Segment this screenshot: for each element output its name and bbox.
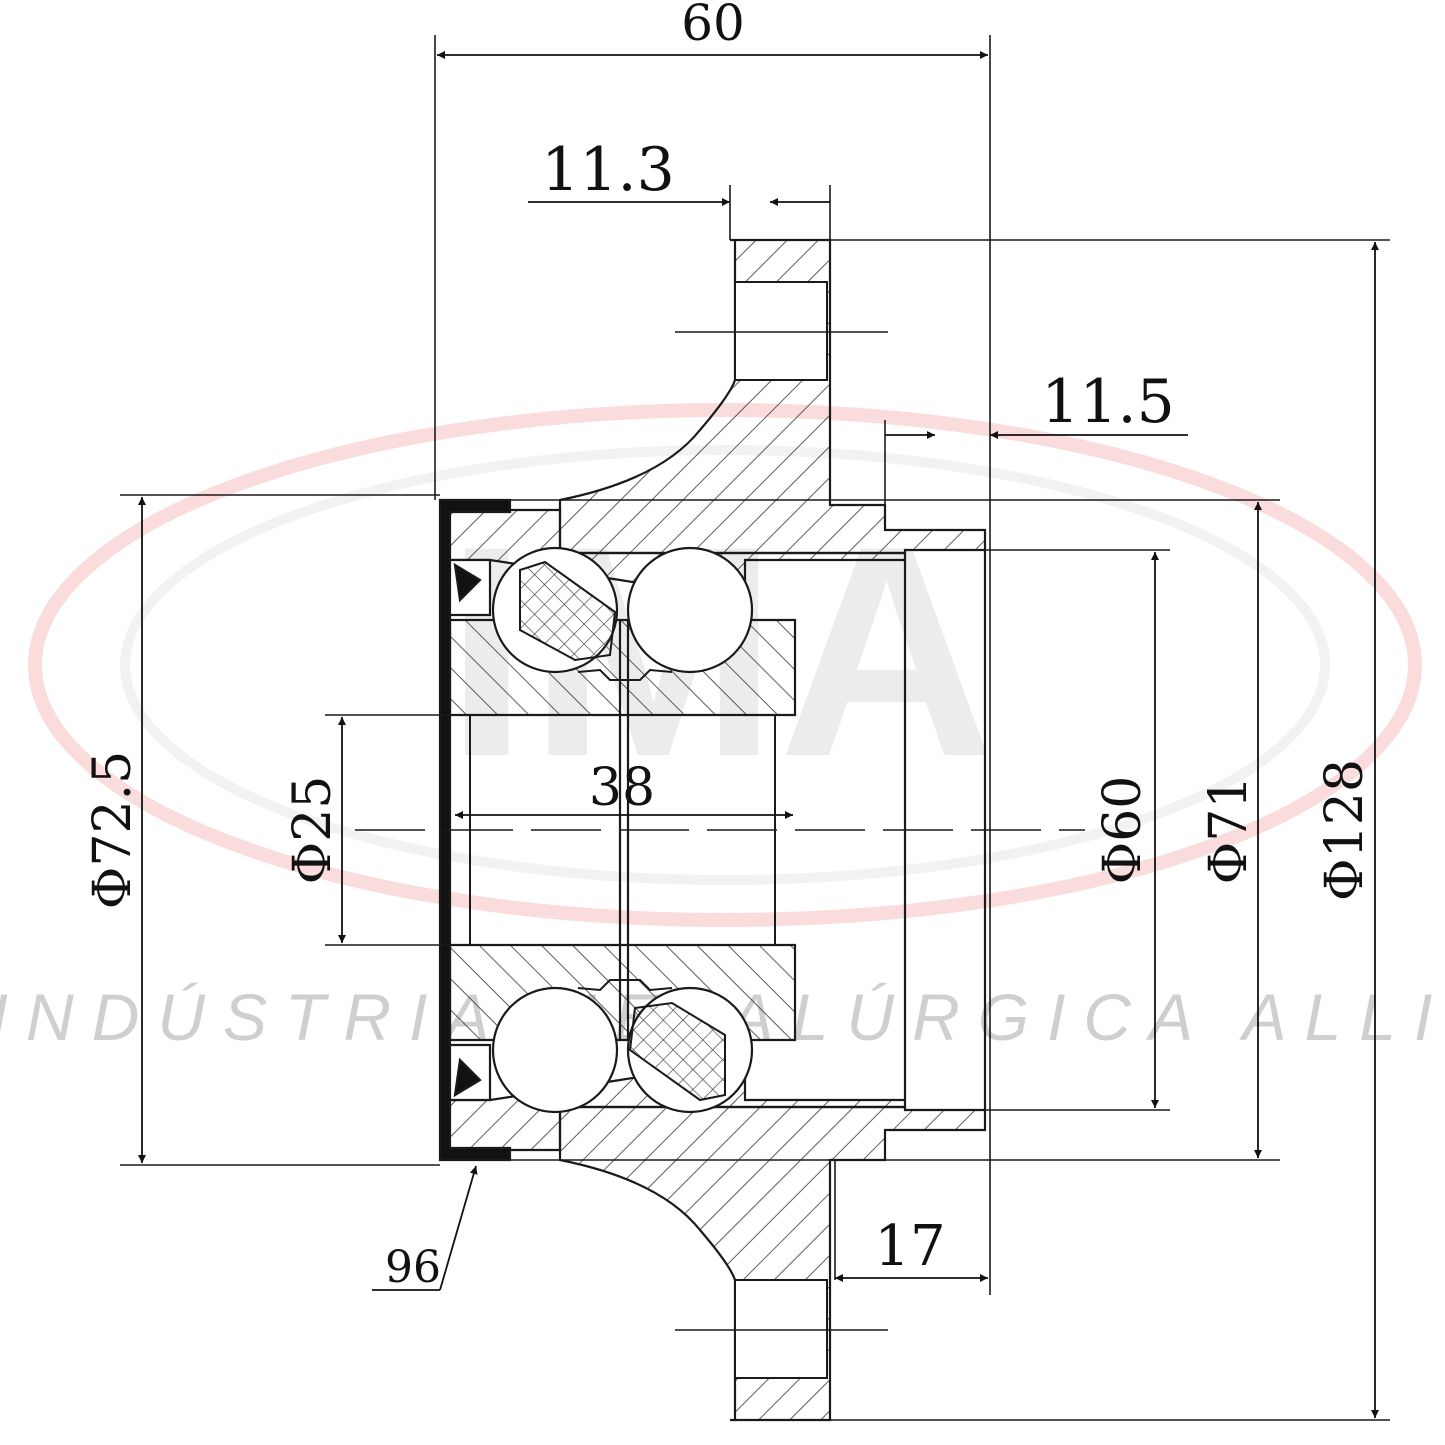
ball-top-right bbox=[626, 546, 754, 674]
label-dia-bore: Φ25 bbox=[283, 776, 343, 885]
label-seal-ref: 96 bbox=[385, 1242, 441, 1293]
stud-hole-top bbox=[734, 281, 828, 381]
dimension-lines bbox=[138, 51, 1379, 1418]
label-overall-width: 60 bbox=[681, 0, 745, 52]
label-dia-pilot-inner: Φ60 bbox=[1093, 776, 1153, 885]
stud-hole-bottom bbox=[734, 1279, 828, 1379]
dimension-labels: 60 11.3 11.5 17 38 96 Φ72.5 Φ25 Φ60 Φ71 … bbox=[83, 0, 1375, 1293]
label-dia-flange: Φ128 bbox=[1315, 759, 1375, 901]
stud-centerlines bbox=[675, 331, 888, 1331]
leader-96 bbox=[439, 1165, 478, 1291]
hub-section-top bbox=[558, 238, 987, 555]
extension-lines bbox=[120, 35, 1390, 1421]
ball-bottom-left bbox=[491, 986, 619, 1114]
label-bore-length: 38 bbox=[589, 758, 655, 818]
hub-flange-top bbox=[558, 238, 987, 555]
hub-flange-bottom bbox=[558, 1105, 987, 1422]
label-dia-pilot-outer: Φ71 bbox=[1199, 776, 1259, 885]
bearing-cages bbox=[519, 560, 726, 1102]
label-dia-bearing-od: Φ72.5 bbox=[83, 751, 143, 909]
label-stud-length: 17 bbox=[874, 1214, 945, 1279]
label-pilot-offset: 11.5 bbox=[1041, 367, 1175, 437]
cage-bottom bbox=[628, 1001, 726, 1102]
seal-left bbox=[438, 498, 512, 1162]
hub-section-bottom bbox=[558, 1105, 987, 1422]
cage-top bbox=[519, 560, 617, 662]
label-flange-thickness: 11.3 bbox=[541, 135, 675, 205]
